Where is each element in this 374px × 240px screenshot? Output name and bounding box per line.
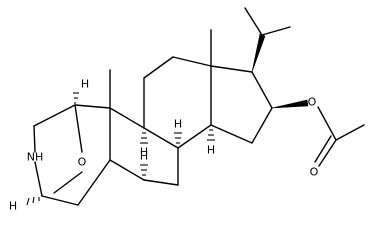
hash-h6c	[26, 197, 30, 206]
wedge-isopropyl	[251, 33, 266, 73]
skeleton-bonds	[33, 7, 365, 206]
wedge-bonds	[251, 33, 309, 109]
bond-b4	[143, 179, 179, 186]
bond-bridge-1	[74, 104, 83, 153]
bond-d3	[251, 107, 273, 144]
bond-c5	[177, 124, 212, 149]
hydrogen-label-c8: H	[140, 146, 148, 159]
bond-c1	[172, 56, 212, 67]
bond-a5	[41, 195, 79, 206]
hydrogen-label-c5: H	[140, 150, 148, 163]
bond-carbonyl-1	[318, 139, 337, 167]
bond-c4	[143, 127, 179, 149]
bond-ester-c-ch3	[335, 124, 365, 141]
bond-a3	[33, 125, 36, 153]
bond-b3	[109, 159, 145, 181]
bond-a1	[74, 104, 111, 109]
bridge-oxygen-label: O	[78, 156, 87, 169]
hydrogen-label-c1: H	[81, 78, 89, 91]
ester-oxygen-label: O	[308, 96, 317, 109]
nitrogen-label: NH	[27, 151, 44, 164]
bond-d1	[210, 65, 253, 73]
hydrogen-label-c4: H	[9, 200, 17, 213]
bond-isopropyl-2	[244, 7, 263, 36]
bond-a4	[34, 161, 43, 197]
hash-h6b	[32, 196, 35, 204]
bond-isopropyl-1	[261, 26, 291, 36]
bond-b1	[109, 107, 145, 129]
bond-c2	[143, 56, 174, 79]
hydrogen-label-c14: H	[207, 144, 215, 157]
bond-a6	[77, 159, 111, 206]
carbonyl-oxygen-label: O	[310, 166, 319, 179]
hashed-bonds	[26, 92, 215, 206]
atom-labels: H H H H H H NH O O O	[9, 78, 319, 213]
bond-d2	[251, 71, 273, 109]
bond-d4	[210, 124, 253, 144]
hydrogen-label-c9: H	[174, 118, 182, 131]
bond-a2	[33, 104, 76, 127]
bond-carbonyl-2	[314, 135, 332, 163]
bond-bridge-2	[53, 171, 83, 194]
bond-ester-o-c	[317, 106, 337, 141]
wedge-acetate	[271, 99, 309, 109]
